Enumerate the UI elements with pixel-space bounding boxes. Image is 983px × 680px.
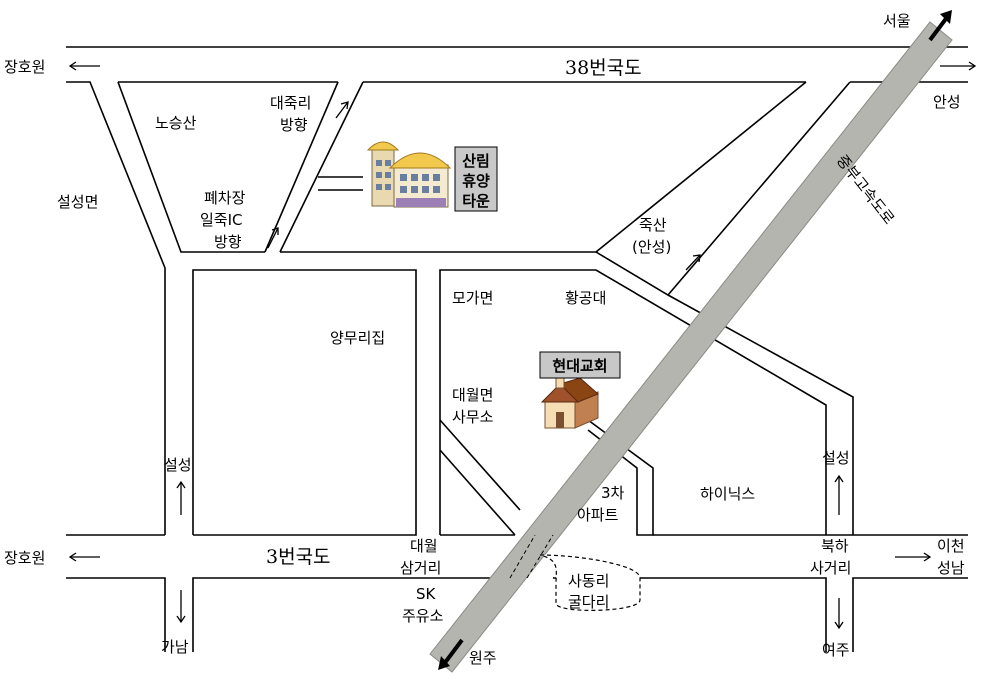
label-icheon-2: 성남: [937, 559, 965, 577]
expressway-band: [429, 21, 953, 673]
label-sadong-1: 사동리: [568, 572, 609, 590]
label-bukha-cross-1: 북하: [821, 537, 849, 555]
label-jangho-bottom: 장호원: [4, 549, 45, 567]
label-apt-2: 아파트: [577, 506, 619, 524]
direction-arrows: [68, 10, 977, 670]
label-apt-1: 3차: [601, 484, 625, 502]
church-label-box: [539, 351, 621, 379]
expressway-label: 중부고속도로: [833, 151, 898, 227]
label-anseong: 안성: [933, 93, 961, 111]
label-daewol-office-2: 사무소: [452, 408, 494, 426]
church-icon: [540, 360, 599, 429]
label-seoul: 서울: [883, 12, 911, 30]
label-pyecha-2: 일죽IC: [200, 211, 243, 229]
label-hwanggongdae: 황공대: [565, 289, 606, 307]
sadong-callout: [539, 554, 641, 611]
label-seolseong-myeon: 설성면: [57, 193, 98, 211]
route-38-label: 38번국도: [565, 57, 642, 79]
label-gana-bottom: 가남: [161, 638, 189, 656]
label-juksan-1: 죽산: [639, 216, 667, 234]
label-daewol-cross-1: 대월: [410, 537, 438, 555]
label-yangmuri: 양무리집: [330, 329, 385, 347]
label-seolseong-right: 설성: [822, 449, 850, 467]
label-sk-2: 주유소: [402, 607, 444, 625]
label-noseungsan: 노승산: [155, 114, 197, 132]
label-juksan-2: (안성): [632, 238, 671, 256]
resort-label-2: 휴양: [462, 172, 490, 190]
label-icheon-1: 이천: [937, 537, 965, 555]
label-bukha-cross-2: 사거리: [810, 559, 851, 577]
route-3-label: 3번국도: [266, 546, 331, 568]
resort-label-1: 산림: [462, 152, 490, 170]
label-yeoju: 여주: [822, 641, 850, 659]
label-wonju: 원주: [469, 649, 497, 667]
label-hynix: 하이닉스: [700, 485, 755, 503]
resort-building-icon: [366, 141, 452, 208]
label-daejuk-2: 방향: [280, 116, 308, 134]
label-jangho-top: 장호원: [4, 58, 45, 76]
label-pyecha-1: 폐차장: [204, 189, 246, 207]
resort-label-3: 타운: [462, 192, 490, 210]
label-daewol-cross-2: 삼거리: [400, 559, 441, 577]
label-daejuk-1: 대죽리: [270, 94, 311, 112]
route-3-road: [66, 269, 968, 652]
church-label: 현대교회: [552, 357, 607, 375]
label-pyecha-3: 방향: [214, 233, 242, 251]
local-roads: [264, 81, 854, 536]
underpass-dashes: [509, 534, 554, 579]
route-38-road: [66, 46, 968, 535]
label-sk-1: SK: [416, 585, 437, 603]
place-labels: 장호원 서울 안성 노승산 대죽리 방향 설성면 폐차장 일죽IC 방향 죽산 …: [4, 12, 965, 667]
label-daewol-office-1: 대월면: [452, 386, 493, 404]
label-seolseong-left: 설성: [164, 456, 192, 474]
label-mogamyeon: 모가면: [452, 289, 493, 307]
resort-label-box: [454, 146, 498, 212]
label-sadong-2: 굴다리: [568, 593, 609, 611]
